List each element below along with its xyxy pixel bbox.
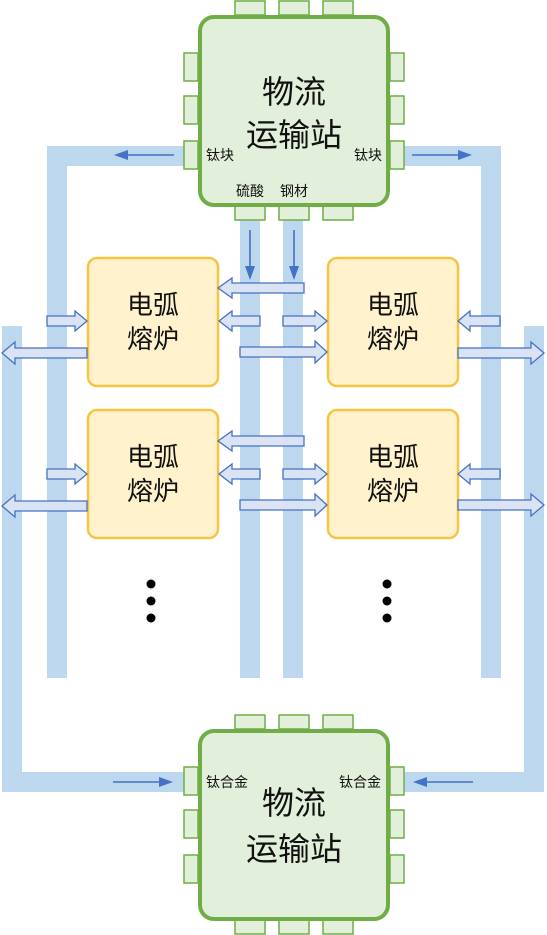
arrow-left-icon <box>216 429 305 453</box>
belt-output-right-vertical <box>524 326 544 792</box>
continuation-dots-right <box>382 579 392 623</box>
arrow-left-icon <box>0 493 88 519</box>
station-title-line1: 物流 <box>262 784 326 822</box>
arrow-right-icon <box>282 309 329 333</box>
arrow-left-icon <box>217 309 261 333</box>
arrow-left-icon <box>456 309 501 333</box>
furnace-label-line1: 电弧 <box>127 291 179 321</box>
arrow-right-icon <box>457 492 546 518</box>
arrow-left-icon <box>0 340 88 366</box>
arrow-left-icon <box>217 462 261 486</box>
arc-furnace-2: 电弧 熔炉 <box>326 256 460 388</box>
arc-furnace-4: 电弧 熔炉 <box>326 408 460 540</box>
station-title-line2: 运输站 <box>246 830 342 868</box>
arrow-left-icon <box>216 276 305 300</box>
arrowhead-right-icon <box>458 150 472 160</box>
conveyor-belts <box>2 146 544 792</box>
station-ports <box>183 714 405 935</box>
arrow-right-icon <box>282 462 329 486</box>
station-body <box>198 729 390 921</box>
belt-output-left-horizontal <box>2 772 197 792</box>
arrowhead-down-icon <box>245 266 255 280</box>
furnace-label-line1: 电弧 <box>367 291 419 321</box>
station-body <box>198 15 390 207</box>
belt-output-left-vertical <box>2 326 22 792</box>
furnace-label-line2: 熔炉 <box>367 325 419 355</box>
belt-top-right-horizontal <box>395 146 501 166</box>
furnace-label-line1: 电弧 <box>127 443 179 473</box>
furnace-label-line2: 熔炉 <box>367 477 419 507</box>
station-title-line2: 运输站 <box>246 116 342 154</box>
station-title-line1: 物流 <box>262 73 326 111</box>
arrowhead-right-icon <box>159 777 173 787</box>
arc-furnace-3: 电弧 熔炉 <box>86 408 220 540</box>
port-label-bottom-1: 硫酸 <box>236 184 264 200</box>
arrowhead-left-icon <box>413 777 427 787</box>
furnace-label-line1: 电弧 <box>367 443 419 473</box>
flow-arrows <box>113 150 473 787</box>
port-label-left: 钛块 <box>206 148 234 164</box>
port-label-right: 钛块 <box>354 148 382 164</box>
logistics-station-bottom: 钛合金 钛合金 物流 运输站 <box>183 714 405 935</box>
port-label-bottom-2: 钢材 <box>280 184 308 200</box>
arrowhead-down-icon <box>289 266 299 280</box>
arrow-right-icon <box>239 492 328 518</box>
logistics-station-top: 物流 运输站 钛块 钛块 硫酸 钢材 <box>183 0 405 221</box>
arc-furnace-1: 电弧 熔炉 <box>86 256 220 388</box>
arrow-right-icon <box>46 462 89 486</box>
belt-sulfuric-acid <box>240 218 260 678</box>
arrow-right-icon <box>239 339 328 365</box>
port-label-right: 钛合金 <box>339 775 381 791</box>
arrowhead-left-icon <box>114 150 128 160</box>
furnace-label-line2: 熔炉 <box>127 325 179 355</box>
belt-steel <box>283 218 303 678</box>
arrow-left-icon <box>456 462 501 486</box>
sorter-arrows <box>0 276 546 519</box>
furnace-label-line2: 熔炉 <box>127 477 179 507</box>
belt-top-right-vertical <box>481 146 501 678</box>
arc-furnaces: 电弧 熔炉 电弧 熔炉 电弧 熔炉 电弧 熔炉 <box>86 256 460 540</box>
continuation-dots-left <box>146 579 156 623</box>
continuation-dots <box>146 579 392 623</box>
arrow-right-icon <box>46 309 89 333</box>
port-label-left: 钛合金 <box>206 775 248 791</box>
belt-top-left-vertical <box>47 146 67 678</box>
arrow-right-icon <box>457 340 546 366</box>
